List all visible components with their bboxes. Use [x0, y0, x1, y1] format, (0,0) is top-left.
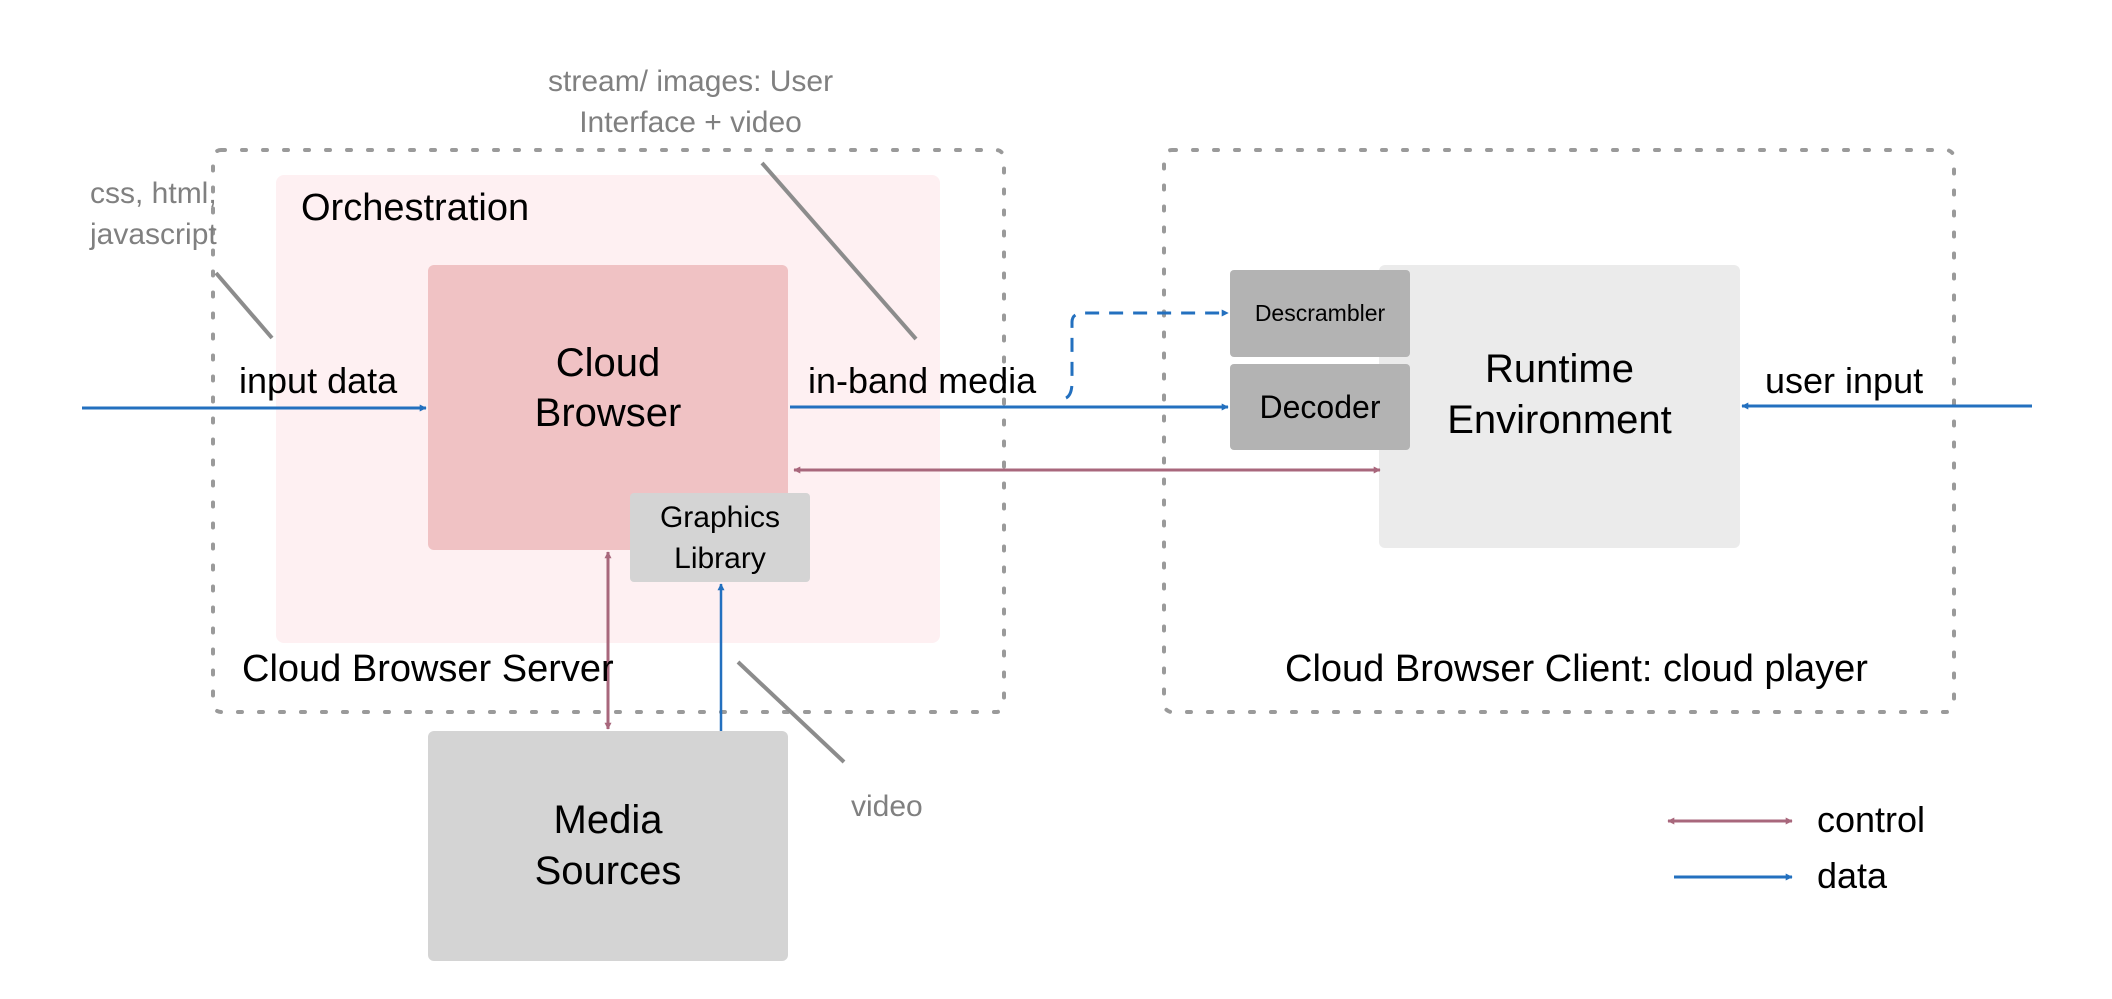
- annotation-leader-css: [214, 271, 274, 340]
- input-data-label: input data: [239, 360, 398, 401]
- cloud-browser-label-line2: Browser: [534, 390, 682, 435]
- runtime-line2: Environment: [1447, 397, 1672, 442]
- runtime-line1: Runtime: [1485, 346, 1634, 391]
- media-sources-line2: Sources: [534, 849, 682, 893]
- legend-data-label: data: [1817, 855, 1888, 896]
- server-label: Cloud Browser Server: [242, 648, 614, 690]
- annotation-css-html-js: css, html, javascript: [90, 173, 217, 255]
- client-label: Cloud Browser Client: cloud player: [1285, 648, 1868, 690]
- media-sources-line1: Media: [553, 798, 663, 842]
- annotation-leader-stream: [760, 161, 918, 341]
- runtime-environment-box[interactable]: Runtime Environment: [1379, 265, 1740, 548]
- descrambler-label: Descrambler: [1254, 300, 1386, 326]
- descrambler-box[interactable]: Descrambler: [1230, 270, 1410, 357]
- orchestration-label: Orchestration: [301, 187, 530, 229]
- descrambler-branch-arrow: [1065, 309, 1229, 400]
- annotation-stream-images: stream/ images: User Interface + video: [548, 61, 833, 143]
- annotation-stream-line1: stream/ images: User: [548, 65, 834, 98]
- graphics-library-box[interactable]: Graphics Library: [630, 493, 810, 582]
- decoder-box[interactable]: Decoder: [1230, 364, 1410, 450]
- user-input-label: user input: [1765, 360, 1924, 401]
- graphics-library-line1: Graphics: [659, 500, 781, 534]
- annotation-stream-line2: Interface + video: [579, 106, 802, 139]
- annotation-css-line1: css, html,: [90, 177, 217, 210]
- annotation-css-line2: javascript: [90, 218, 217, 251]
- annotation-leader-video: [736, 660, 846, 764]
- cloud-browser-label-line1: Cloud: [555, 340, 661, 385]
- media-sources-box[interactable]: Media Sources: [428, 731, 788, 961]
- decoder-label: Decoder: [1259, 388, 1381, 425]
- client-boundary: [1162, 148, 1956, 714]
- legend-control-label: control: [1817, 799, 1926, 840]
- in-band-media-label: in-band media: [808, 360, 1037, 401]
- annotation-video: video: [851, 790, 923, 823]
- graphics-library-line2: Library: [674, 541, 766, 575]
